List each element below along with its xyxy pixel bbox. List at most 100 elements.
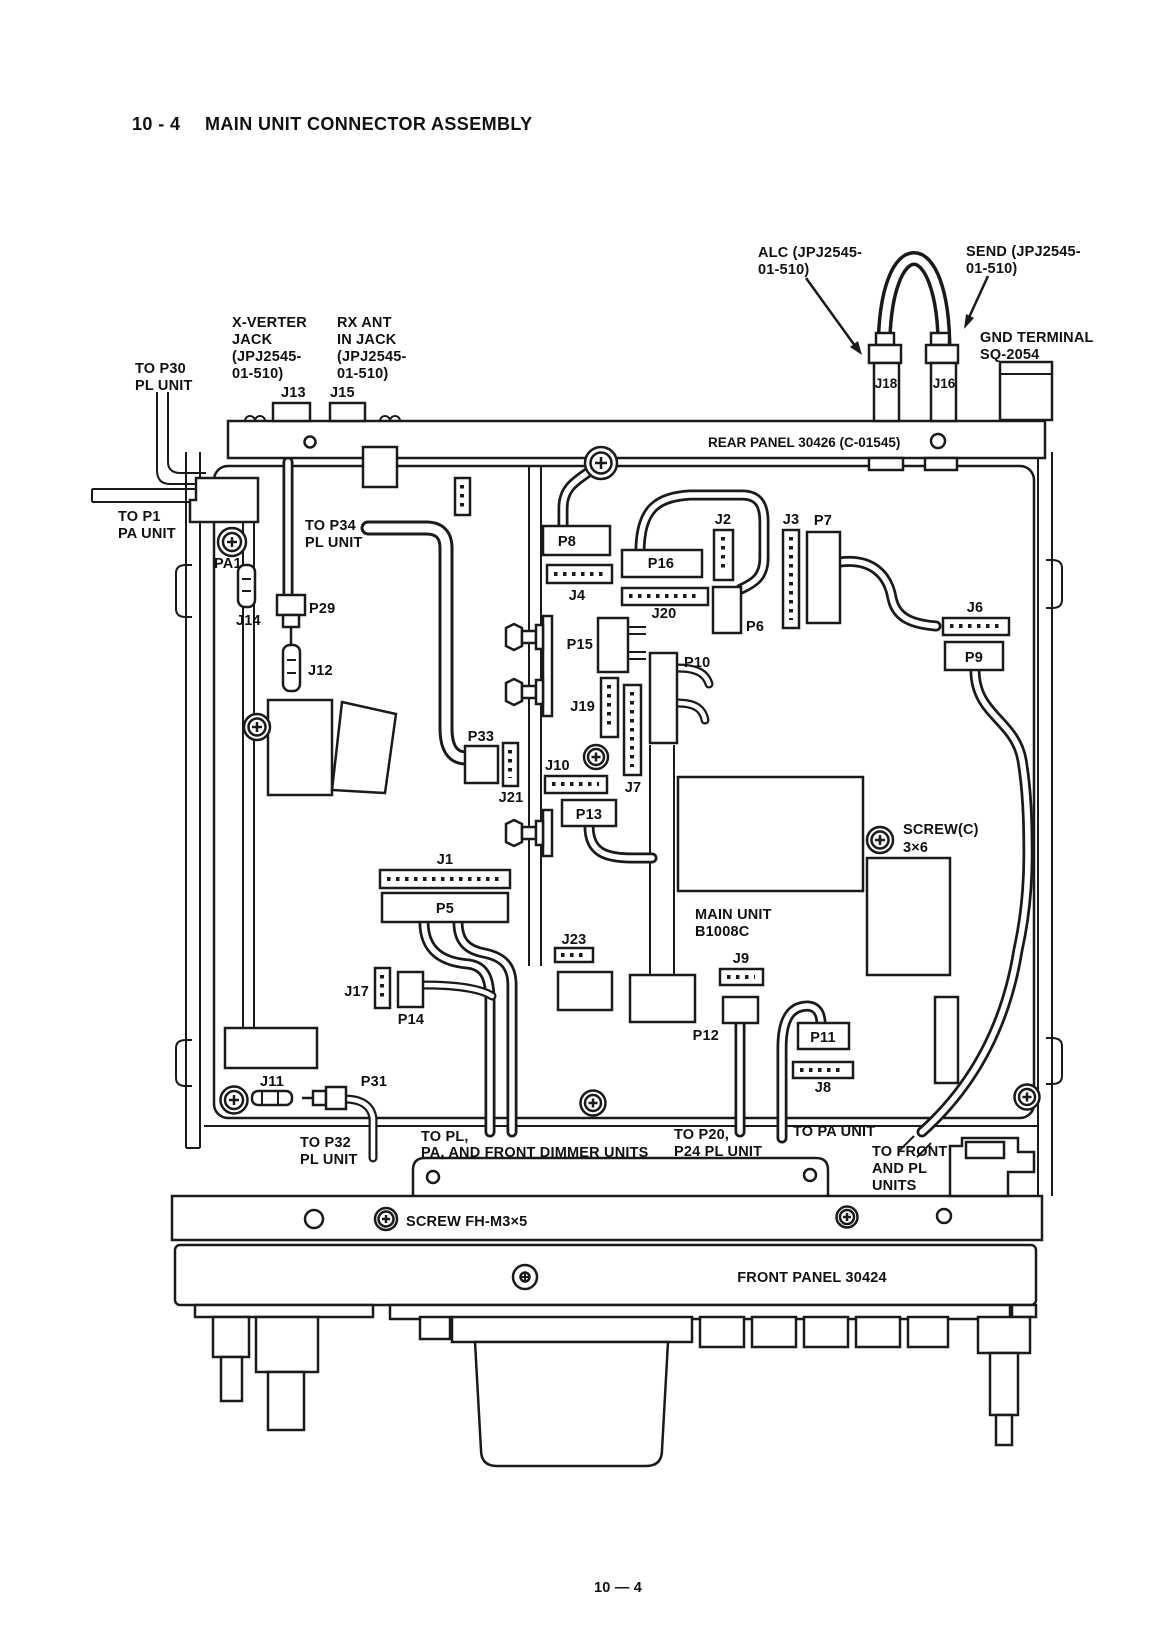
ref-p5: P5: [436, 901, 454, 917]
plug-j14: [236, 563, 257, 609]
ref-pa1: PA1: [214, 556, 242, 572]
callout-to-pa-unit: TO PA UNIT: [793, 1124, 875, 1140]
hole-icon: [303, 435, 317, 449]
section-number: 10 - 4: [132, 114, 180, 134]
connector-p5: [380, 891, 510, 924]
connector-j9: [718, 967, 765, 987]
ref-j12: J12: [308, 663, 333, 679]
screw-icon-c: [865, 825, 895, 855]
callout-to-front-l3: UNITS: [872, 1178, 917, 1194]
bolt-icon: [504, 677, 545, 707]
callout-screw-fh: SCREW FH-M3×5: [406, 1214, 527, 1230]
callout-to-p34-l2: PL UNIT: [305, 535, 363, 551]
bracket-plate: [541, 614, 554, 718]
alc-arrow: [804, 277, 860, 351]
connector-j3: [781, 528, 801, 630]
ref-j17: J17: [344, 984, 369, 1000]
main-unit-label-l2: B1008C: [695, 924, 750, 940]
chassis-rails: [175, 452, 1063, 1196]
front-connectors: [211, 1315, 1032, 1468]
ref-j15: J15: [330, 385, 355, 401]
screw-icon: [582, 743, 610, 771]
board-divider: [528, 466, 542, 966]
ref-p15: P15: [567, 637, 593, 653]
bracket-plate: [541, 808, 554, 858]
corner-bracket: [188, 476, 260, 524]
rear-panel-bar: [226, 419, 1047, 460]
screw-icon: [242, 712, 272, 742]
connector-p14: [396, 970, 425, 1009]
connector-j21: [501, 741, 520, 788]
callout-to-p20-l2: P24 PL UNIT: [674, 1144, 762, 1160]
main-board-outline: [204, 464, 1038, 1127]
callout-x-verter-l1: X-VERTER: [232, 315, 307, 331]
screw-icon: [219, 1085, 249, 1115]
ref-p33: P33: [468, 729, 494, 745]
ref-p9: P9: [965, 650, 983, 666]
hole-icon: [425, 1169, 441, 1185]
screw-icon-fh: [373, 1206, 399, 1232]
connector-j4: [545, 563, 614, 585]
connector-j19: [599, 676, 620, 739]
connector-p7: [805, 530, 842, 625]
callout-to-pl-pa-l2: PA, AND FRONT DIMMER UNITS: [421, 1145, 649, 1161]
connector-p33: [463, 744, 500, 785]
rear-panel-label: REAR PANEL 30426 (C-01545): [708, 435, 900, 450]
rail-tab-left-top: [175, 564, 192, 618]
ref-j16: J16: [933, 376, 956, 391]
connector-j10: [543, 774, 609, 795]
board-components: [223, 524, 1011, 1111]
page-number: 10 — 4: [594, 1580, 642, 1596]
callout-to-pl-pa-l1: TO PL,: [421, 1129, 469, 1145]
front-panel-label: FRONT PANEL 30424: [737, 1270, 887, 1286]
ref-j7: J7: [625, 780, 642, 796]
grommet-icon: [244, 415, 266, 422]
ref-j1: J1: [437, 852, 454, 868]
callout-alc-l2: 01-510): [758, 262, 809, 278]
connector-j17: [373, 966, 392, 1010]
front-panel-bar: [173, 1243, 1038, 1307]
callout-to-p32-l1: TO P32: [300, 1135, 351, 1151]
ref-p11: P11: [810, 1030, 836, 1046]
page-title: MAIN UNIT CONNECTOR ASSEMBLY: [205, 114, 533, 134]
screw-icon-front: [511, 1263, 539, 1291]
jack-j15: [328, 401, 367, 423]
ref-j10: J10: [545, 758, 570, 774]
ref-j21: J21: [499, 790, 524, 806]
ref-p10: P10: [684, 655, 710, 671]
shield-box: [676, 775, 865, 893]
rail-tab-left-bottom: [175, 1039, 192, 1087]
callout-gnd-l1: GND TERMINAL: [980, 330, 1094, 346]
callout-gnd-l2: SQ-2054: [980, 347, 1039, 363]
screw-icon-pa1: [216, 526, 248, 558]
plug-p29: [275, 593, 307, 645]
ref-j6: J6: [967, 600, 984, 616]
ref-j23: J23: [562, 932, 587, 948]
bolt-icon: [504, 622, 545, 652]
bottom-flange: [170, 1194, 1044, 1242]
ref-p13: P13: [576, 807, 602, 823]
callout-to-p20-l1: TO P20,: [674, 1127, 729, 1143]
callout-to-p30-l1: TO P30: [135, 361, 186, 377]
connector-p16: [620, 548, 704, 579]
connector-p8: [541, 524, 612, 557]
hole-icon: [303, 1208, 325, 1230]
hole-icon: [935, 1207, 953, 1225]
screws: [216, 445, 1041, 1291]
ref-j19: J19: [570, 699, 595, 715]
cables: [91, 392, 1034, 1163]
callout-to-p34-l1: TO P34: [305, 518, 356, 534]
callout-screw-c-l1: SCREW(C): [903, 822, 979, 838]
ref-p16: P16: [648, 556, 674, 572]
rail-tab-right-top: [1046, 559, 1063, 609]
connector-p11: [796, 1021, 851, 1051]
labels: 10 - 4 MAIN UNIT CONNECTOR ASSEMBLY TO P…: [118, 114, 1094, 1596]
connector-p15: [596, 616, 630, 674]
bottom-assembly: [170, 1136, 1044, 1468]
connector-j1: [378, 868, 512, 890]
ref-j14: J14: [236, 613, 261, 629]
hole-icon: [802, 1167, 818, 1183]
rear-panel-assembly: [226, 251, 1054, 472]
ref-p14: P14: [398, 1012, 424, 1028]
